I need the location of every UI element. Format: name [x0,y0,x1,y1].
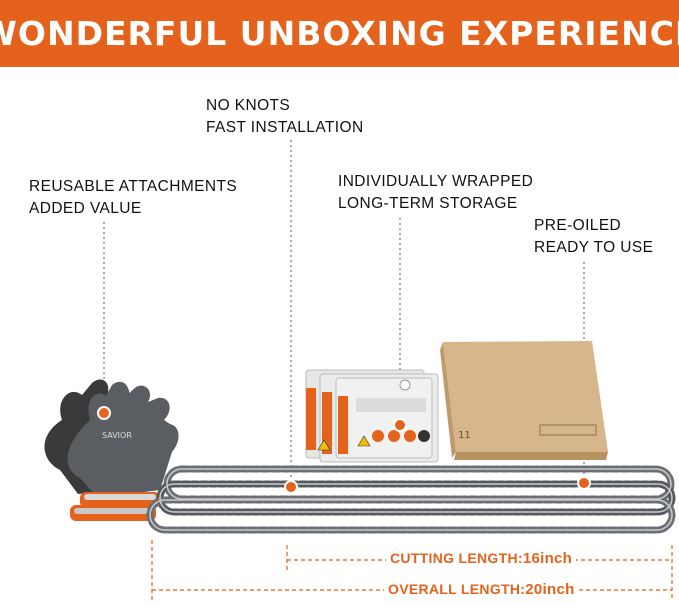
overall-length-value: 20inch [525,581,575,598]
saw-chains [146,465,676,534]
callout-preoiled-line2: READY TO USE [534,239,654,256]
cardboard-box: 11 [440,341,608,460]
callout-no-knots: NO KNOTS FAST INSTALLATION [206,95,364,139]
callout-no-knots-line2: FAST INSTALLATION [206,119,364,136]
svg-text:11: 11 [458,430,471,441]
callout-reusable-line1: REUSABLE ATTACHMENTS [29,178,238,195]
callout-wrapped: INDIVIDUALLY WRAPPED LONG-TERM STORAGE [338,171,533,215]
gloves: SAVIOR [44,379,179,521]
callout-preoiled: PRE-OILED READY TO USE [534,215,653,259]
overall-length-text: OVERALL LENGTH: [388,581,526,597]
cutting-length-text: CUTTING LENGTH: [390,550,523,566]
cutting-length-label: CUTTING LENGTH:16inch [386,550,577,567]
callout-markers [97,406,591,494]
callout-preoiled-line1: PRE-OILED [534,217,622,234]
glove-brand: SAVIOR [102,431,132,440]
callout-reusable-line2: ADDED VALUE [29,200,142,217]
callout-wrapped-line2: LONG-TERM STORAGE [338,195,518,212]
cutting-length-value: 16inch [522,550,573,567]
callout-wrapped-line1: INDIVIDUALLY WRAPPED [338,173,534,190]
banner-title: WONDERFUL UNBOXING EXPERIENCE [0,14,679,53]
callout-reusable: REUSABLE ATTACHMENTS ADDED VALUE [29,176,237,220]
chain-packages [305,369,439,463]
callout-no-knots-line1: NO KNOTS [206,97,291,114]
overall-length-label: OVERALL LENGTH:20inch [384,581,579,598]
header-banner: WONDERFUL UNBOXING EXPERIENCE [0,0,679,67]
